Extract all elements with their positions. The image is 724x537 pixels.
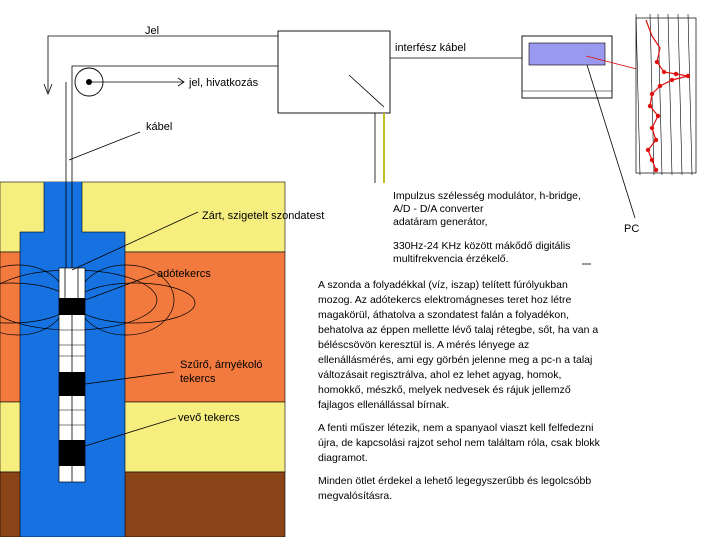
generator-line: 330Hz-24 KHz között mákődő digitális xyxy=(393,240,571,252)
log-chart-gridline xyxy=(687,13,693,176)
label-vevo-tekercs: vevő tekercs xyxy=(178,412,240,424)
log-curve-point xyxy=(653,167,659,173)
receiver-coil-block xyxy=(59,440,85,466)
label-szuro-line2: tekercs xyxy=(180,373,216,385)
log-chart xyxy=(635,13,697,176)
label-kabel: kábel xyxy=(146,121,173,133)
log-chart-gridline xyxy=(677,13,683,176)
log-curve-point xyxy=(654,59,660,65)
description-text: A szonda a folyadékkal (víz, iszap) telí… xyxy=(318,278,604,512)
control-unit xyxy=(277,30,391,114)
log-chart-frame xyxy=(635,17,697,174)
label-interfesz-kabel: interfész kábel xyxy=(395,42,466,54)
log-curve-point xyxy=(649,125,655,131)
log-curve-point xyxy=(655,113,661,119)
coil-windings xyxy=(59,329,85,426)
log-chart-gridline xyxy=(635,13,641,176)
label-szuro-line1: Szűrő, árnyékoló xyxy=(180,359,263,371)
label-adotekercs: adótekercs xyxy=(157,268,211,280)
log-curve-point xyxy=(653,137,659,143)
label-pc: PC xyxy=(624,223,640,235)
generator-line: A/D - D/A converter xyxy=(393,203,484,215)
description-paragraph-2: A fenti műszer létezik, nem a spanyaol v… xyxy=(318,422,600,464)
log-curve-point xyxy=(647,103,653,109)
log-curve-point xyxy=(661,69,667,75)
generator-line xyxy=(393,229,598,240)
borehole-upper xyxy=(44,182,82,234)
transmitter-coil-block xyxy=(59,298,85,315)
generator-line: Impulzus szélesség modulátor, h-bridge, xyxy=(393,190,581,202)
log-curve-point xyxy=(657,83,663,89)
log-curve-point xyxy=(669,77,675,83)
log-chart-gridline xyxy=(667,13,673,176)
generator-description: Impulzus szélesség modulátor, h-bridge, … xyxy=(393,190,598,266)
log-curve-point xyxy=(645,147,651,153)
log-curve-point xyxy=(649,157,655,163)
generator-line: adatáram generátor, xyxy=(393,216,488,228)
log-curve-point xyxy=(673,71,679,77)
probe-cable xyxy=(65,80,73,268)
pc-screen xyxy=(528,42,606,66)
shield-coil-block xyxy=(59,372,85,396)
log-curve-point xyxy=(649,91,655,97)
log-chart-gridline xyxy=(657,13,663,176)
label-zart-szondatest: Zárt, szigetelt szondatest xyxy=(202,210,325,222)
generator-line: multifrekvencia érzékelő. xyxy=(393,253,509,265)
label-jel-hivatkozas: jel, hivatkozás xyxy=(189,77,259,89)
description-paragraph-3: Minden ötlet érdekel a lehető legegyszer… xyxy=(318,475,592,502)
label-jel: Jel xyxy=(145,25,160,37)
log-curve-point xyxy=(685,73,691,79)
description-paragraph-1: A szonda a folyadékkal (víz, iszap) telí… xyxy=(318,279,599,411)
